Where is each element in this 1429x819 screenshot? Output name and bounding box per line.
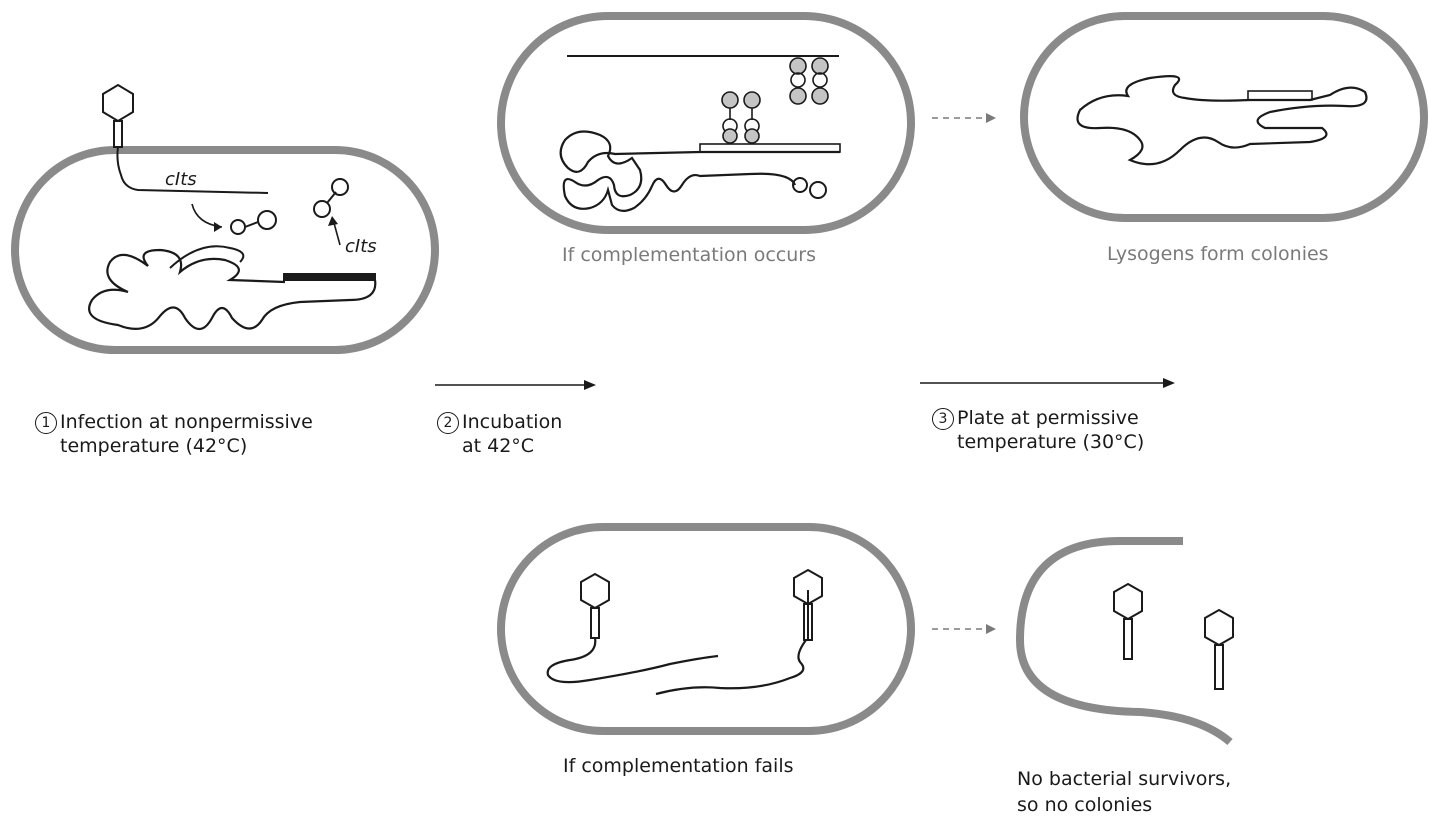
dashed-arrow — [932, 624, 996, 634]
step-2-line-2: at 42°C — [462, 435, 535, 457]
step-number-icon: 1 — [35, 412, 57, 434]
dashed-arrow — [932, 113, 996, 123]
caption-complementation-occurs: If complementation occurs — [562, 244, 816, 266]
bacterial-chromosome — [559, 130, 840, 212]
step-1-line-2: temperature (42°C) — [60, 435, 248, 457]
cell-wall — [497, 12, 915, 234]
cell-wall — [497, 523, 915, 735]
released-phage-icon — [1204, 608, 1234, 690]
phage-icon — [580, 572, 610, 639]
caption-no-survivors-line-1: No bacterial survivors, — [1017, 768, 1232, 790]
operator-segment — [699, 143, 841, 153]
released-phage-icon — [1113, 582, 1143, 660]
lysogen-cell — [1020, 12, 1428, 222]
gene-label-cits: cIts — [165, 169, 197, 190]
repressor-protein-icon — [230, 210, 277, 235]
repressor-tetramer-icon — [789, 57, 829, 105]
step-2-line-1: Incubation — [462, 411, 563, 433]
process-arrow-2 — [435, 380, 596, 390]
process-arrow-3 — [920, 378, 1175, 388]
caption-lysogens: Lysogens form colonies — [1107, 243, 1329, 265]
repressor-protein-icon — [313, 178, 349, 218]
caption-no-survivors: No bacterial survivors, so no colonies — [1017, 766, 1231, 818]
infected-cell — [11, 83, 439, 354]
step-number-icon: 3 — [932, 408, 954, 430]
gene-label-cits: cIts — [345, 236, 377, 257]
repressor-protein-icon — [792, 177, 827, 199]
step-3-line-2: temperature (30°C) — [957, 431, 1145, 453]
prophage-segment — [1247, 90, 1313, 101]
cell-wall — [11, 146, 439, 354]
bacterial-chromosome — [88, 248, 377, 331]
step-1-line-1: Infection at nonpermissive — [60, 411, 313, 433]
phage-dna-strand — [546, 637, 719, 684]
complemented-cell — [497, 12, 915, 234]
expression-arrow — [333, 222, 341, 246]
step-number-icon: 2 — [437, 412, 459, 434]
caption-complementation-fails: If complementation fails — [563, 755, 794, 777]
phage-dna-strand — [116, 146, 269, 194]
arrowhead-icon — [328, 216, 338, 226]
prophage-cits-segment — [283, 273, 376, 281]
failed-cell — [497, 523, 915, 735]
arrowhead-icon — [214, 222, 222, 232]
lysed-cell — [1015, 537, 1234, 746]
ruptured-cell-wall — [1015, 537, 1233, 746]
phage-icon — [102, 83, 134, 148]
phage-icon — [793, 568, 823, 641]
phage-dna-strand — [655, 639, 807, 696]
repressor-tetramer-icon — [721, 91, 761, 144]
step-3-line-1: Plate at permissive — [957, 407, 1139, 429]
bacterial-chromosome — [1076, 75, 1368, 166]
caption-no-survivors-line-2: so no colonies — [1017, 794, 1153, 816]
expression-arrow — [191, 203, 223, 228]
bacterial-chromosome-loop — [169, 245, 245, 269]
cell-wall — [1020, 12, 1428, 222]
